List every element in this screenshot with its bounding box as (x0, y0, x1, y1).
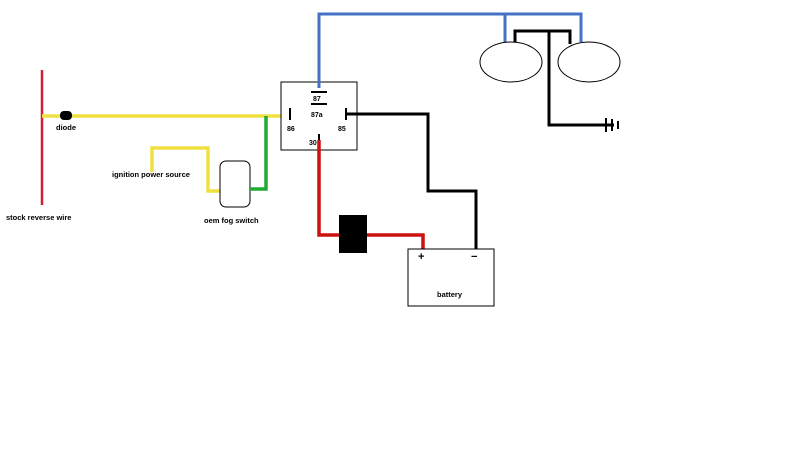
battery-positive-terminal: + (418, 251, 424, 263)
switch-ground-wire (250, 116, 268, 191)
lamp-feed-wire (317, 12, 583, 88)
relay-pin-87-label: 87 (313, 96, 321, 103)
relay-pin-85-label: 85 (338, 126, 346, 133)
diode (60, 111, 72, 120)
battery-negative-terminal: − (471, 251, 477, 263)
relay-pin-30-label: 30 (309, 140, 317, 147)
oem-fog-switch (219, 160, 251, 208)
ignition-power-wire (150, 146, 224, 193)
relay-pin-86-label: 86 (287, 126, 295, 133)
battery (407, 248, 495, 307)
lamp-ground-wire-main (547, 31, 614, 127)
fog-lamp-left (479, 41, 543, 83)
fog-lamp-right (557, 41, 621, 83)
lamp-ground-wire (513, 29, 572, 44)
relay-pin-87a-label: 87a (311, 112, 323, 119)
diode-label: diode (56, 123, 76, 132)
inline-fuse (339, 215, 367, 253)
relay-ground-wire (346, 112, 478, 249)
ignition-power-source-label: ignition power source (112, 170, 190, 179)
stock-reverse-wire-label: stock reverse wire (6, 213, 71, 222)
power-wire (317, 140, 425, 249)
oem-fog-switch-label: oem fog switch (204, 216, 259, 225)
battery-label: battery (437, 290, 463, 299)
